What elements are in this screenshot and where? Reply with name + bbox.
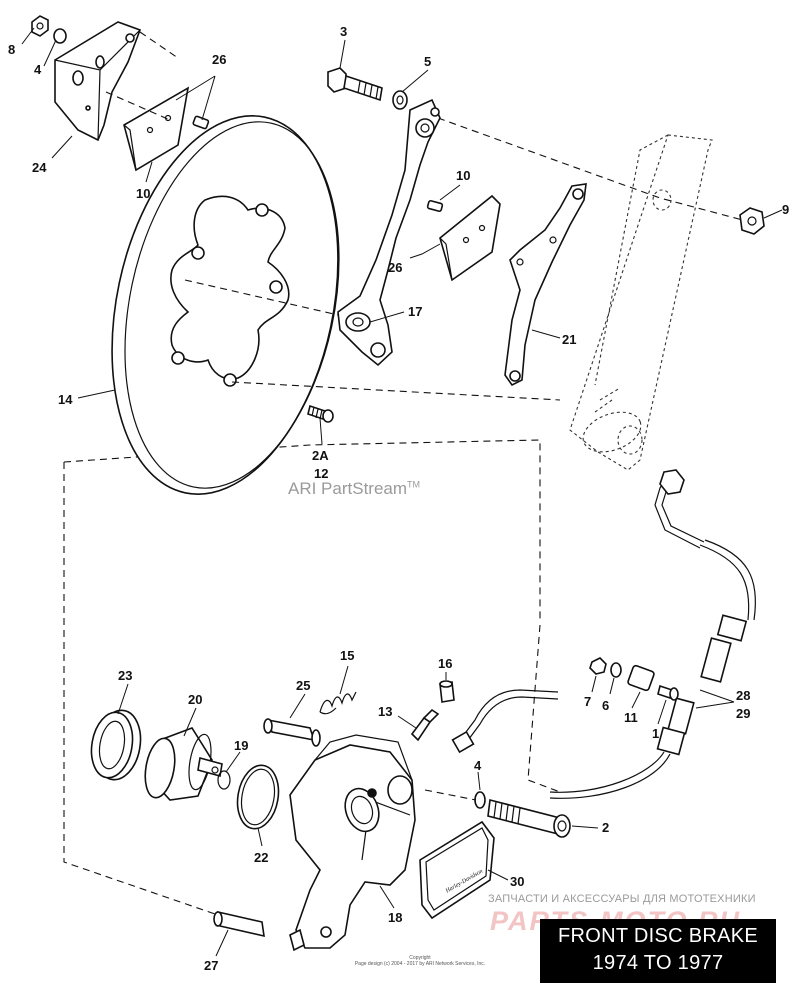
callout-numbers: 8 4 24 26 10 3 5 9 10 26 17 21 14 2A 12 …: [8, 24, 789, 973]
nut-9: [739, 207, 765, 235]
callout-15: 15: [340, 648, 354, 663]
callout-2a: 2A: [312, 448, 329, 463]
brake-line-upper: [654, 469, 757, 683]
callout-19: 19: [234, 738, 248, 753]
callout-17: 17: [408, 304, 422, 319]
callout-6: 6: [602, 698, 609, 713]
brake-pad-26-top: [123, 86, 190, 172]
callout-14: 14: [58, 392, 73, 407]
callout-23: 23: [118, 668, 132, 683]
callout-1: 1: [652, 726, 659, 741]
screw-2a: [307, 404, 334, 423]
callout-10-middle: 10: [456, 168, 470, 183]
bleeder-13: [410, 708, 440, 742]
pad-dashed-top: [105, 31, 179, 121]
pin-25: [263, 718, 321, 747]
brake-hose-lower: [549, 697, 695, 799]
copyright-notice: Copyright Page design (c) 2004 - 2017 by…: [350, 955, 490, 967]
disc-to-fork-dashed: [184, 279, 561, 401]
bolt-2: [487, 798, 571, 838]
seal-23: [90, 709, 142, 781]
piston-20: [144, 727, 223, 801]
caliper-bolt-dashed: [424, 789, 477, 801]
ari-partstream-watermark: ARI PartStreamTM: [288, 479, 420, 499]
diagram-title-box: FRONT DISC BRAKE 1974 TO 1977: [540, 919, 776, 983]
leader-lines: [21, 27, 783, 957]
callout-5: 5: [424, 54, 431, 69]
fork-slider-outline: [569, 134, 713, 471]
washer-6: [610, 662, 622, 678]
diagram-title: FRONT DISC BRAKE: [557, 925, 758, 947]
callout-2: 2: [602, 820, 609, 835]
shop-tagline: ЗАПЧАСТИ И АКСЕССУАРЫ ДЛЯ МОТОТЕХНИКИ: [488, 893, 756, 905]
washer-4-bottom: [474, 791, 486, 809]
washer-5: [392, 90, 408, 110]
callout-11: 11: [624, 710, 638, 725]
nut-7: [589, 657, 607, 675]
callout-12: 12: [314, 466, 328, 481]
pad-bracket-21: [504, 183, 587, 387]
cap-16: [439, 680, 455, 703]
callout-26-top: 26: [212, 52, 226, 67]
callout-13: 13: [378, 704, 392, 719]
o-ring-22: [236, 764, 280, 830]
callout-28: 28: [736, 688, 750, 703]
callout-25: 25: [296, 678, 310, 693]
copyright-line-1: Copyright: [409, 955, 431, 961]
bolt-3: [327, 67, 383, 102]
lever-to-fork-dashed: [437, 117, 751, 223]
callout-30: 30: [510, 874, 524, 889]
watermark-tm: TM: [407, 479, 421, 490]
callout-16: 16: [438, 656, 452, 671]
rivet-10-middle: [426, 199, 444, 213]
callout-20: 20: [188, 692, 202, 707]
caliper-inlet-line: [451, 689, 559, 754]
callout-9: 9: [782, 202, 789, 217]
callout-8: 8: [8, 42, 15, 57]
block-11: [627, 664, 655, 692]
rivet-10-top: [192, 115, 210, 130]
callout-4-top: 4: [34, 62, 42, 77]
pad-holder-24: [54, 21, 142, 142]
brake-disc-14: [111, 115, 340, 495]
callout-4-bottom: 4: [474, 758, 482, 773]
pin-27: [213, 910, 265, 938]
callout-27: 27: [204, 958, 218, 973]
retaining-ring-19: [217, 770, 231, 790]
diagram-years: 1974 TO 1977: [592, 952, 724, 974]
copyright-line-2: Page design (c) 2004 - 2017 by ARI Netwo…: [354, 961, 486, 967]
callout-29: 29: [736, 706, 750, 721]
brake-lever-17: [337, 98, 441, 367]
nut-8: [31, 15, 49, 37]
brake-pad-26-middle: [439, 194, 501, 282]
watermark-text: ARI PartStream: [288, 479, 408, 498]
callout-22: 22: [254, 850, 268, 865]
callout-10-top: 10: [136, 186, 150, 201]
caliper-18: [289, 734, 416, 952]
washer-4-top: [53, 28, 67, 44]
callout-7: 7: [584, 694, 591, 709]
callout-18: 18: [388, 910, 402, 925]
callout-21: 21: [562, 332, 576, 347]
callout-26-middle: 26: [388, 260, 402, 275]
callout-3: 3: [340, 24, 347, 39]
spring-15: [319, 691, 357, 715]
brake-pad-30: Harley-Davidson: [419, 820, 495, 920]
screw-1: [657, 684, 679, 701]
callout-24: 24: [32, 160, 47, 175]
